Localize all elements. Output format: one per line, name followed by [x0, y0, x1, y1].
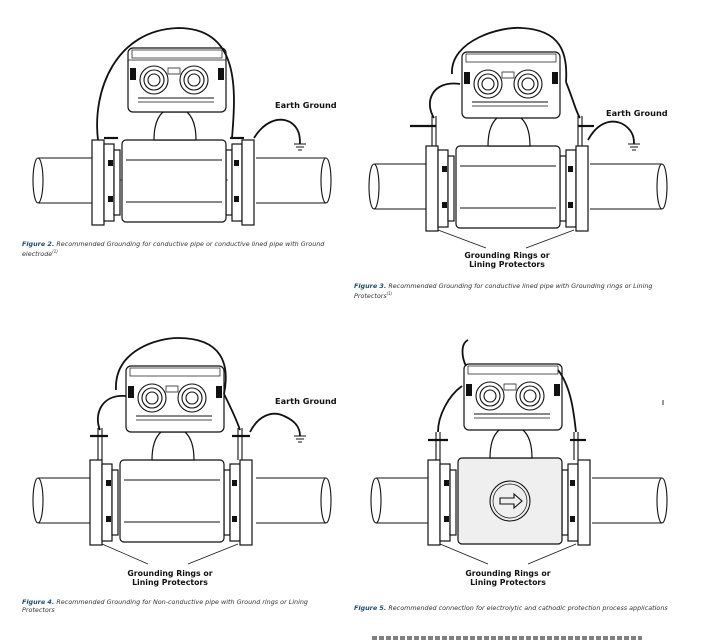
ground-wire: [428, 339, 586, 442]
figure-4-caption: Figure 4. Recommended Grounding for Non-…: [22, 598, 342, 614]
figure-3-illustration: Earth Ground Grounding Rings or Lining P…: [368, 26, 668, 269]
figure-3-caption: Figure 3. Recommended Grounding for cond…: [354, 282, 674, 300]
transmitter-head: [127, 47, 227, 113]
ground-wire: [96, 27, 301, 145]
grounding-rings-label-line2: Lining Protectors: [469, 260, 545, 269]
flow-arrow-icon: [499, 492, 523, 510]
figure-4-illustration: Earth Ground Grounding Rings or Lining P…: [32, 337, 337, 587]
figure-5-caption-text: Recommended connection for electrolytic …: [388, 604, 668, 612]
grounding-rings-label-line1: Grounding Rings or: [465, 569, 550, 578]
meter-body: [455, 145, 561, 229]
figure-3-footnote: (1): [386, 291, 393, 296]
meter-neck: [151, 431, 195, 461]
earth-ground-label: Earth Ground: [275, 100, 337, 110]
figure-5-caption: Figure 5. Recommended connection for ele…: [354, 604, 674, 612]
transmitter-head: [461, 51, 561, 119]
earth-ground-symbol: [294, 143, 306, 151]
pipe-right: [592, 477, 668, 524]
cropped-footer-text: [372, 636, 642, 640]
grounding-rings-leaders: [101, 543, 239, 565]
flange-right: [561, 432, 591, 546]
figure-5-diagram: Grounding Rings or Lining Protectors: [362, 336, 692, 598]
meter-neck: [153, 111, 197, 141]
figure-2-footnote: (1): [52, 249, 58, 254]
flange-left: [427, 432, 457, 546]
earth-ground-symbol: [628, 143, 640, 151]
figure-5-number: Figure 5.: [354, 604, 387, 612]
figure-2-diagram: Earth Ground: [18, 20, 348, 235]
flange-left: [425, 116, 455, 232]
transmitter-head: [463, 363, 563, 431]
grounding-rings-leaders: [437, 229, 575, 249]
earth-ground-label: Earth Ground: [275, 396, 337, 406]
grounding-rings-label-line2: Lining Protectors: [470, 578, 546, 587]
flange-right: [223, 428, 253, 546]
meter-body: [120, 139, 228, 223]
grounding-rings-label-line1: Grounding Rings or: [127, 569, 212, 578]
meter-neck: [487, 117, 531, 147]
pipe-right: [590, 163, 668, 210]
pipe-right: [256, 157, 332, 204]
meter-body: [457, 457, 563, 545]
flange-right: [225, 139, 255, 226]
flange-left: [89, 428, 119, 546]
figure-3-diagram: Earth Ground Grounding Rings or Lining P…: [362, 22, 692, 272]
figure-2-caption-text: Recommended Grounding for conductive pip…: [22, 240, 325, 259]
flange-right: [559, 116, 589, 232]
figure-3-number: Figure 3.: [354, 282, 387, 290]
figure-4-diagram: Earth Ground Grounding Rings or Lining P…: [18, 330, 348, 590]
earth-ground-symbol: [294, 435, 306, 443]
grounding-rings-label-line2: Lining Protectors: [132, 578, 208, 587]
page-margin-mark: [662, 400, 664, 405]
figure-2-number: Figure 2.: [22, 240, 55, 248]
ground-wire: [90, 337, 301, 438]
grounding-rings-label-line1: Grounding Rings or: [464, 251, 549, 260]
figure-2-caption: Figure 2. Recommended Grounding for cond…: [22, 240, 332, 258]
pipe-right: [256, 477, 332, 524]
earth-ground-label: Earth Ground: [606, 108, 668, 118]
flange-left: [91, 139, 121, 226]
meter-body: [119, 459, 225, 543]
figure-4-number: Figure 4.: [22, 598, 55, 606]
figure-5-illustration: Grounding Rings or Lining Protectors: [370, 339, 668, 587]
figure-4-caption-text: Recommended Grounding for Non-conductive…: [22, 598, 308, 614]
figure-3-caption-text: Recommended Grounding for conductive lin…: [354, 282, 653, 301]
meter-neck: [489, 429, 533, 459]
grounding-rings-leaders: [439, 543, 577, 565]
transmitter-head: [125, 365, 225, 433]
figure-2-illustration: Earth Ground: [32, 27, 337, 226]
ground-wire: [410, 26, 635, 145]
